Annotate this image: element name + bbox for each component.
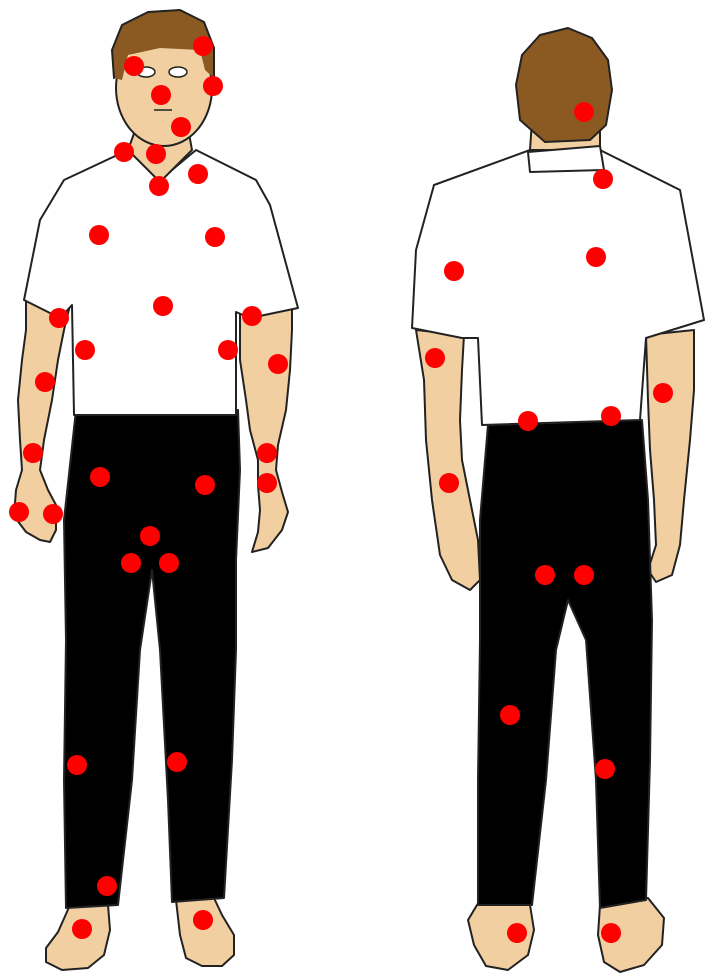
front-marker-dot	[67, 755, 87, 775]
back-marker-dot	[653, 383, 673, 403]
back-marker-dot	[444, 261, 464, 281]
back-marker-dot	[425, 348, 445, 368]
back-marker-dot	[439, 473, 459, 493]
front-marker-dot	[167, 752, 187, 772]
back-marker-dot	[535, 565, 555, 585]
front-marker-dot	[9, 502, 29, 522]
front-marker-dot	[121, 553, 141, 573]
front-marker-dot	[188, 164, 208, 184]
front-marker-dot	[205, 227, 225, 247]
back-marker-dot	[586, 247, 606, 267]
front-marker-dot	[75, 340, 95, 360]
back-marker-dot	[518, 411, 538, 431]
front-right-foot	[176, 898, 234, 966]
front-marker-dot	[35, 372, 55, 392]
back-marker-dot	[507, 923, 527, 943]
front-marker-dot	[114, 142, 134, 162]
front-marker-dot	[171, 117, 191, 137]
front-marker-dot	[124, 56, 144, 76]
front-marker-dot	[257, 473, 277, 493]
front-marker-dot	[97, 876, 117, 896]
back-marker-dot	[574, 565, 594, 585]
front-marker-dot	[72, 919, 92, 939]
back-marker-dot	[593, 169, 613, 189]
front-marker-dot	[151, 85, 171, 105]
front-marker-dot	[193, 36, 213, 56]
front-marker-dot	[257, 443, 277, 463]
back-marker-dot	[595, 759, 615, 779]
front-marker-dot	[149, 176, 169, 196]
back-marker-dot	[601, 406, 621, 426]
back-marker-dot	[601, 923, 621, 943]
front-marker-dot	[153, 296, 173, 316]
front-marker-dot	[159, 553, 179, 573]
front-marker-dot	[242, 306, 262, 326]
back-marker-dot	[500, 705, 520, 725]
back-head	[516, 28, 612, 142]
front-marker-dot	[195, 475, 215, 495]
front-marker-dot	[23, 443, 43, 463]
front-marker-dot	[90, 467, 110, 487]
front-right-eye	[169, 67, 187, 77]
back-figure	[412, 28, 704, 972]
back-right-arm	[646, 330, 694, 582]
front-marker-dot	[89, 225, 109, 245]
back-pants	[478, 420, 652, 908]
front-marker-dot	[49, 308, 69, 328]
front-marker-dot	[203, 76, 223, 96]
back-marker-dot	[574, 102, 594, 122]
front-marker-dot	[43, 504, 63, 524]
front-marker-dot	[146, 144, 166, 164]
front-marker-dot	[140, 526, 160, 546]
front-marker-dot	[193, 910, 213, 930]
front-head	[112, 10, 214, 146]
front-right-arm	[240, 300, 292, 552]
front-marker-dot	[268, 354, 288, 374]
front-marker-dot	[218, 340, 238, 360]
back-left-arm	[416, 330, 480, 590]
